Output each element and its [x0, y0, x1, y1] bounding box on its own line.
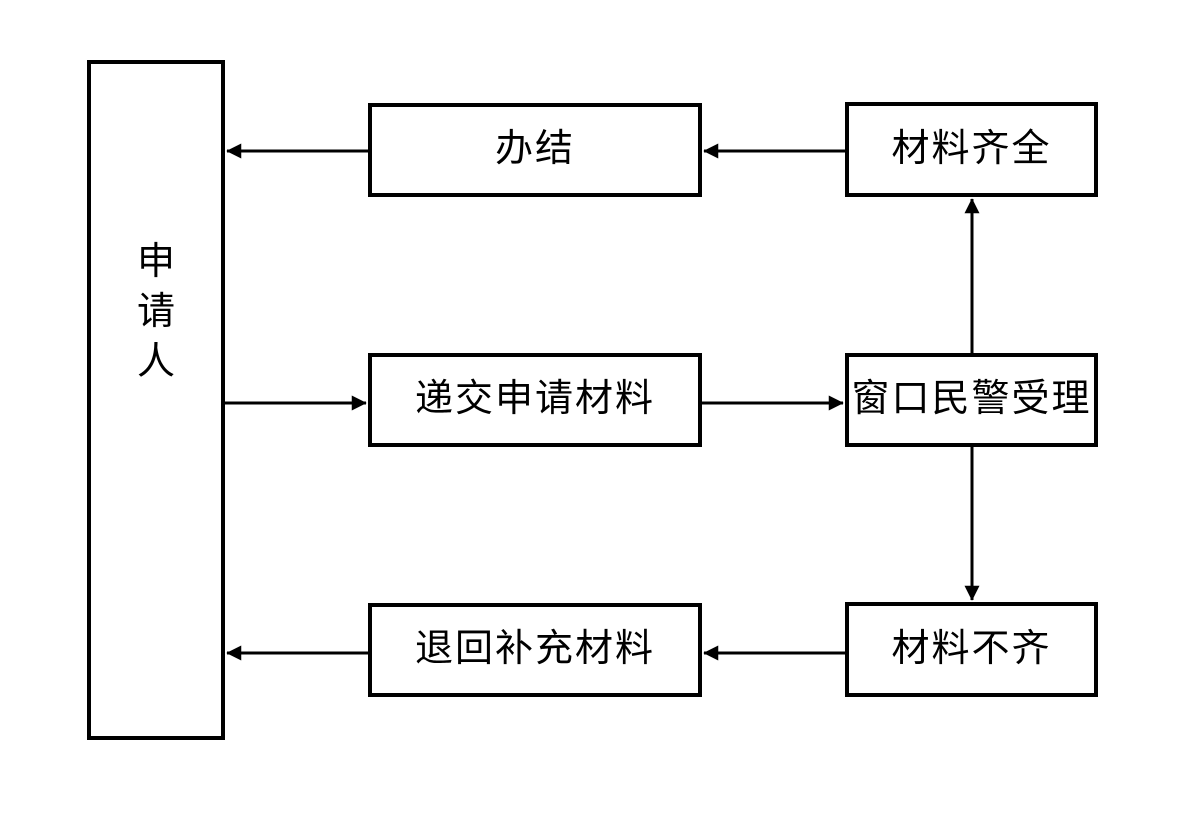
node-return-supplement-label: 退回补充材料 [414, 628, 655, 671]
node-complete-label: 办结 [494, 128, 575, 171]
node-return-supplement: 退回补充材料 [368, 603, 702, 697]
node-window-accept: 窗口民警受理 [845, 353, 1098, 447]
node-window-accept-label: 窗口民警受理 [851, 378, 1092, 421]
node-materials-complete: 材料齐全 [845, 102, 1098, 197]
node-complete: 办结 [368, 103, 702, 197]
node-submit-materials-label: 递交申请材料 [414, 378, 655, 421]
node-applicant-label: 申请人 [136, 240, 175, 384]
node-materials-incomplete: 材料不齐 [845, 602, 1098, 697]
node-materials-complete-label: 材料齐全 [891, 127, 1052, 170]
node-materials-incomplete-label: 材料不齐 [891, 627, 1052, 670]
node-submit-materials: 递交申请材料 [368, 353, 702, 447]
node-applicant: 申请人 [87, 60, 225, 740]
